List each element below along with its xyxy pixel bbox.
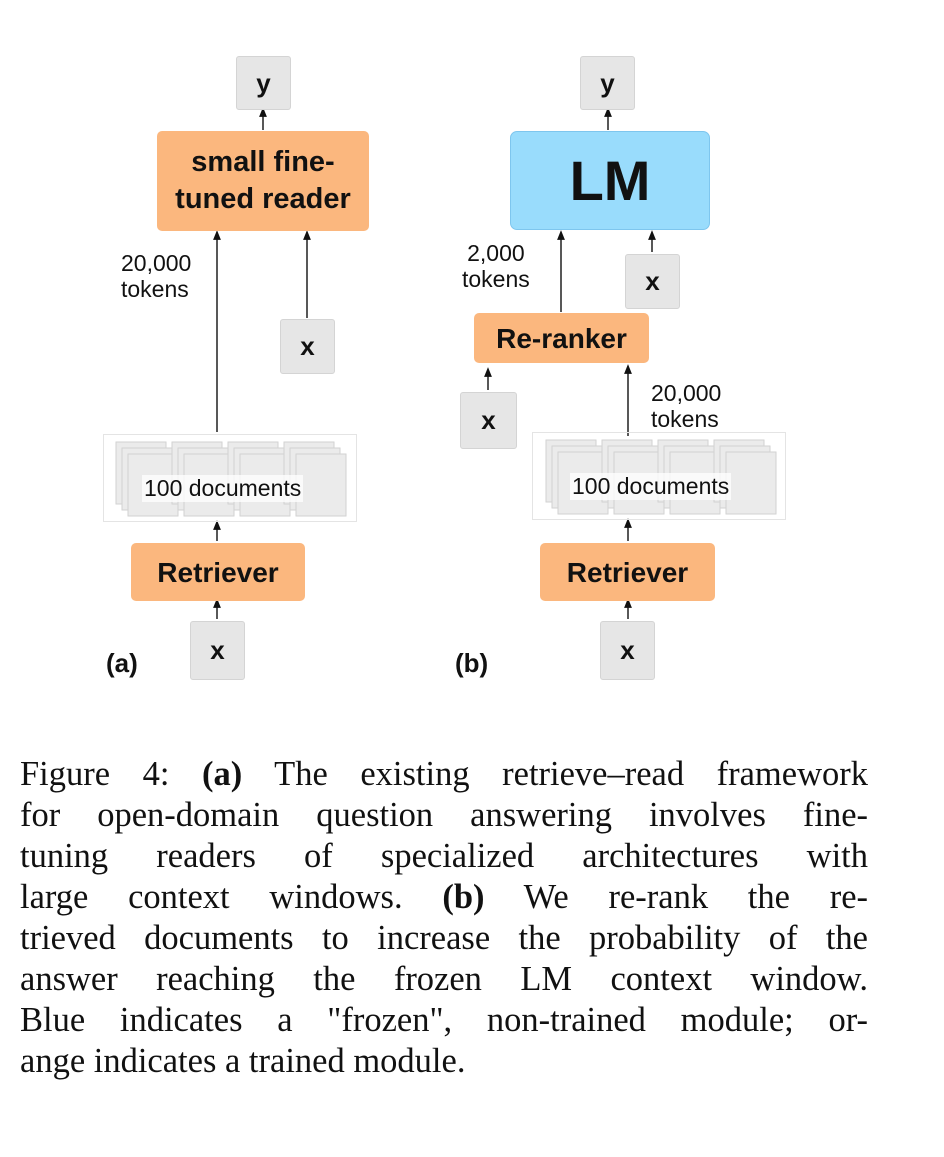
reader-label-line2: tuned reader (175, 183, 351, 215)
query-x-lm-b: x (625, 254, 680, 309)
caption-line: for open-domain question answering invol… (20, 795, 868, 836)
caption-text: for open-domain question answering invol… (20, 796, 868, 834)
caption-line: Blue indicates a "frozen", non-trained m… (20, 1000, 868, 1041)
caption-text: answer reaching the frozen LM context wi… (20, 960, 868, 998)
tokens-count-a: 20,000 (121, 250, 192, 276)
query-x-retriever-a: x (190, 621, 245, 680)
caption-panel-ref: (b) (442, 878, 485, 916)
documents-panel-a (103, 434, 357, 522)
output-y-b: y (580, 56, 635, 110)
caption-line: tuning readers of specialized architectu… (20, 836, 868, 877)
caption-text: We re-rank the re- (484, 878, 868, 916)
caption-line: large context windows. (b) We re-rank th… (20, 877, 868, 918)
caption-line: ange indicates a trained module. (20, 1041, 868, 1082)
output-y-a: y (236, 56, 291, 110)
tokens-label-docs-b: 20,000 tokens (651, 380, 721, 432)
retriever-a: Retriever (131, 543, 305, 601)
documents-label-b: 100 documents (570, 473, 732, 500)
small-fine-tuned-reader: small fine- tuned reader (157, 131, 369, 231)
documents-panel-b (532, 432, 786, 520)
arrows-layer (115, 107, 777, 619)
query-x-reader-a: x (280, 319, 335, 374)
caption-line: trieved documents to increase the probab… (20, 918, 868, 959)
re-ranker: Re-ranker (474, 313, 649, 363)
documents-label-a: 100 documents (142, 475, 304, 502)
tokens-count-docs-b: 20,000 (651, 380, 722, 406)
figure-caption: Figure 4: (a) The existing retrieve–read… (20, 754, 868, 1082)
caption-text: Blue indicates a "frozen", non-trained m… (20, 1001, 868, 1039)
reader-label-line1: small fine- (191, 146, 335, 178)
panel-label-a: (a) (106, 648, 138, 678)
caption-text: ange indicates a trained module. (20, 1042, 466, 1080)
tokens-unit-docs-b: tokens (651, 406, 719, 432)
caption-text: large context windows. (20, 878, 443, 916)
caption-text: Figure 4: (20, 755, 203, 793)
tokens-unit-lm: tokens (462, 266, 530, 292)
caption-text: tuning readers of specialized architectu… (20, 837, 868, 875)
tokens-label-a: 20,000 tokens (121, 250, 191, 302)
panel-label-b: (b) (455, 648, 489, 678)
lm-frozen-module: LM (510, 131, 710, 230)
caption-text: trieved documents to increase the probab… (20, 919, 868, 957)
query-x-retriever-b: x (600, 621, 655, 680)
query-x-reranker-b: x (460, 392, 517, 449)
tokens-count-lm: 2,000 (467, 240, 525, 266)
retriever-b: Retriever (540, 543, 715, 601)
caption-line: Figure 4: (a) The existing retrieve–read… (20, 754, 868, 795)
caption-line: answer reaching the frozen LM context wi… (20, 959, 868, 1000)
caption-panel-ref: (a) (202, 755, 243, 793)
tokens-unit-a: tokens (121, 276, 189, 302)
caption-text: The existing retrieve–read framework (242, 755, 868, 793)
tokens-label-lm: 2,000 tokens (462, 240, 530, 292)
